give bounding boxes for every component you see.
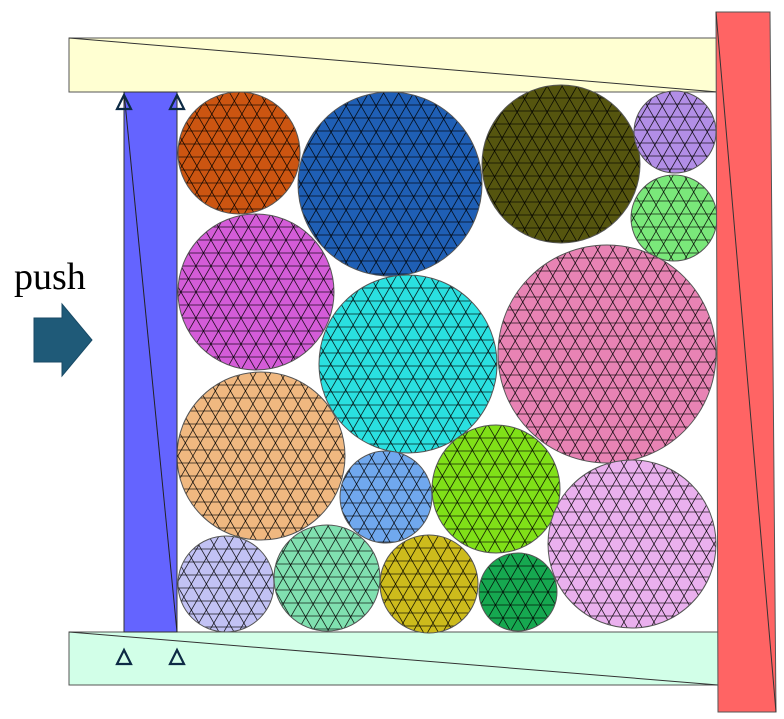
triangle-pin-icon bbox=[168, 92, 186, 111]
particle-light-pink bbox=[547, 459, 717, 629]
left-wall bbox=[123, 91, 178, 633]
particle-group bbox=[176, 84, 718, 634]
particle-lavender bbox=[633, 90, 717, 174]
triangle-pin-icon bbox=[168, 647, 186, 666]
pin-supports bbox=[115, 92, 186, 666]
arrow-right-icon bbox=[33, 302, 93, 378]
right-wall bbox=[715, 11, 777, 713]
top-plate bbox=[68, 37, 719, 93]
push-label: push bbox=[14, 256, 86, 298]
triangle-pin-icon bbox=[115, 92, 133, 111]
triangle-pin-icon bbox=[115, 647, 133, 666]
bottom-plate bbox=[68, 631, 719, 686]
particle-olive bbox=[481, 84, 641, 244]
